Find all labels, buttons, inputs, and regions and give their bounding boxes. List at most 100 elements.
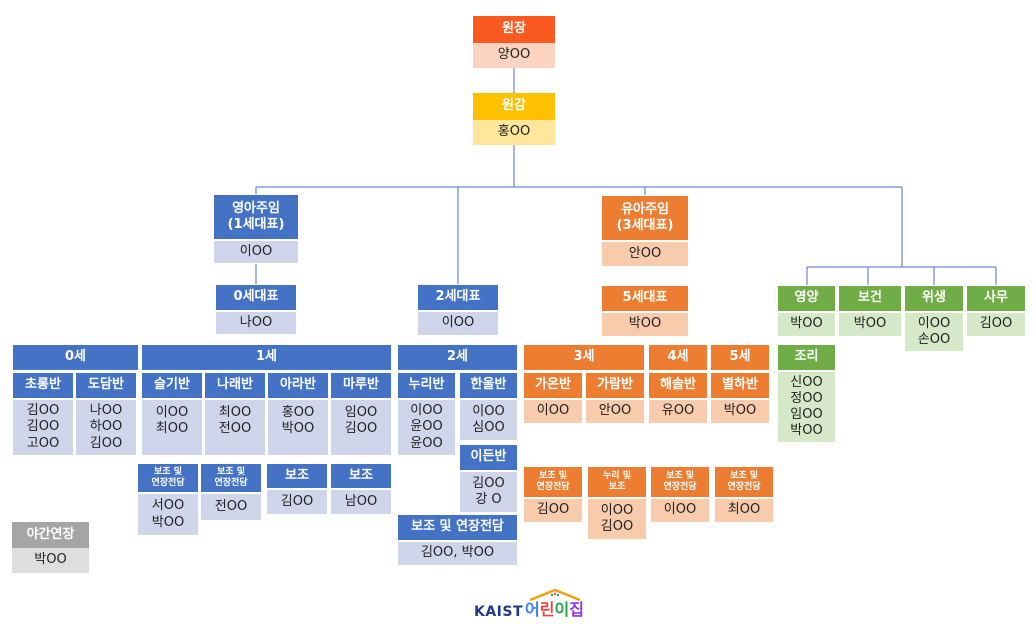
support-health-title: 보건 <box>838 285 902 312</box>
teacher: 이OO <box>536 403 570 419</box>
assist-title-line1: 누리 및 <box>603 471 631 482</box>
teacher: 하OO <box>89 419 123 435</box>
support-office-names: 김OO <box>966 312 1026 337</box>
director-title: 원장 <box>473 16 555 43</box>
teacher: 김OO <box>536 502 570 518</box>
age1-assist1-teachers: 서OO 박OO <box>137 493 199 536</box>
teacher: 최OO <box>155 421 189 437</box>
age1-assist3-title: 보조 <box>266 463 328 489</box>
staff-name: 박OO <box>853 316 887 332</box>
teacher: 최OO <box>727 502 761 518</box>
assist-title-line2: 연장전담 <box>536 482 570 492</box>
age3-assist2-title: 누리 및 보조 <box>587 466 647 498</box>
class-chorong: 초롱반 <box>12 372 74 399</box>
teacher: 임OO <box>344 405 378 420</box>
support-health-names: 박OO <box>838 312 902 337</box>
staff-name: 신OO <box>790 374 823 390</box>
assist-title-line1: 보조 및 <box>217 467 245 478</box>
infant-lead-title-line1: 영아주임 <box>232 200 280 216</box>
child-lead-name: 안OO <box>601 241 689 267</box>
class-ara: 아라반 <box>267 372 329 399</box>
class-hanul-teachers: 이OO 심OO <box>459 399 518 441</box>
class-nuri-teachers: 이OO 윤OO 윤OO <box>397 399 456 456</box>
age3-assist1-title: 보조 및 연장전담 <box>523 466 583 498</box>
age4-assist-teachers: 이OO <box>650 498 710 523</box>
support-nutrition-title: 영양 <box>777 285 836 312</box>
age2-assist-teachers: 김OO, 박OO <box>397 541 518 566</box>
age1-assist3-teachers: 김OO <box>266 489 328 515</box>
assist-title-line2: 연장전담 <box>663 482 697 492</box>
teacher: 서OO <box>151 498 185 514</box>
class-narae: 나래반 <box>204 372 266 399</box>
age2-assist-title: 보조 및 연장전담 <box>397 514 518 541</box>
age4-title: 4세 <box>648 344 708 371</box>
support-hygiene-title: 위생 <box>904 285 964 312</box>
night-title: 야간연장 <box>12 522 89 548</box>
logo-house-roof-icon <box>529 588 581 602</box>
age3-assist2-teachers: 이OO 김OO <box>587 498 647 540</box>
rep2-name: 이OO <box>417 311 499 336</box>
teacher: 안OO <box>598 403 632 419</box>
teacher: 윤OO <box>410 435 443 451</box>
rep5-title: 5세대표 <box>601 285 689 312</box>
teacher: 전OO <box>214 498 248 514</box>
staff-name: 정OO <box>790 390 823 406</box>
staff-name: 박OO <box>790 423 823 439</box>
teacher: 김OO <box>472 475 505 491</box>
assist-title-line2: 연장전담 <box>151 478 185 488</box>
teacher: 홍OO <box>281 405 315 420</box>
teacher: 김OO <box>26 419 60 435</box>
class-gaon-teachers: 이OO <box>523 399 583 424</box>
class-haesol-teachers: 유OO <box>648 399 708 424</box>
class-seulgi: 슬기반 <box>141 372 203 399</box>
assist-title-line1: 보조 및 <box>154 467 182 478</box>
infant-lead-title-line2: (1세대표) <box>227 217 285 232</box>
class-ideun-teachers: 김OO 강 O <box>459 471 518 513</box>
age5-assist-teachers: 최OO <box>714 498 774 523</box>
assist-title-line1: 보조 및 <box>539 471 567 482</box>
age3-assist1-teachers: 김OO <box>523 498 583 523</box>
rep5-name: 박OO <box>601 312 689 337</box>
rep2-title: 2세대표 <box>417 284 499 311</box>
logo-hangul: 어린이집 <box>525 596 584 620</box>
teacher: 이OO <box>410 403 443 419</box>
age1-title: 1세 <box>141 344 392 371</box>
staff-name: 손OO <box>917 332 951 347</box>
class-byeolha: 별하반 <box>710 372 770 399</box>
teacher: 김OO <box>89 435 123 451</box>
director-name: 양OO <box>473 43 555 68</box>
class-byeolha-teachers: 박OO <box>710 399 770 424</box>
staff-name: 임OO <box>790 407 823 422</box>
support-office-title: 사무 <box>966 285 1026 312</box>
assist-title-line2: 보조 <box>608 482 626 492</box>
teacher: 윤OO <box>410 419 443 435</box>
class-haesol: 해솔반 <box>648 372 708 399</box>
teacher: 남OO <box>344 493 378 509</box>
class-seulgi-teachers: 이OO 최OO <box>141 399 203 456</box>
cook-title: 조리 <box>777 344 836 371</box>
assist-title-line1: 보조 및 <box>730 471 758 482</box>
rep0-title: 0세대표 <box>215 284 297 311</box>
age1-assist1-title: 보조 및 연장전담 <box>137 463 199 493</box>
cook-names: 신OO 정OO 임OO 박OO <box>777 371 836 443</box>
night-name: 박OO <box>12 548 89 573</box>
age0-title: 0세 <box>12 344 139 371</box>
assist-title-line2: 연장전담 <box>727 482 761 492</box>
infant-lead-name: 이OO <box>213 240 299 264</box>
class-maru: 마루반 <box>330 372 392 399</box>
class-chorong-teachers: 김OO 김OO 고OO <box>12 399 74 456</box>
kaist-daycare-logo: KAIST 어린이집 <box>474 598 584 620</box>
staff-name: 이OO <box>917 315 951 331</box>
rep0-name: 나OO <box>215 311 297 335</box>
age3-title: 3세 <box>523 344 645 371</box>
teacher: 유OO <box>661 403 695 419</box>
infant-lead-title: 영아주임 (1세대표) <box>213 194 299 240</box>
class-garam: 가람반 <box>585 372 645 399</box>
class-gaon: 가온반 <box>523 372 583 399</box>
logo-brand: KAIST <box>474 604 524 620</box>
teacher: 김OO <box>280 493 314 509</box>
class-garam-teachers: 안OO <box>585 399 645 424</box>
support-nutrition-names: 박OO <box>777 312 836 337</box>
class-nuri: 누리반 <box>397 372 456 399</box>
teacher: 박OO <box>723 403 757 419</box>
